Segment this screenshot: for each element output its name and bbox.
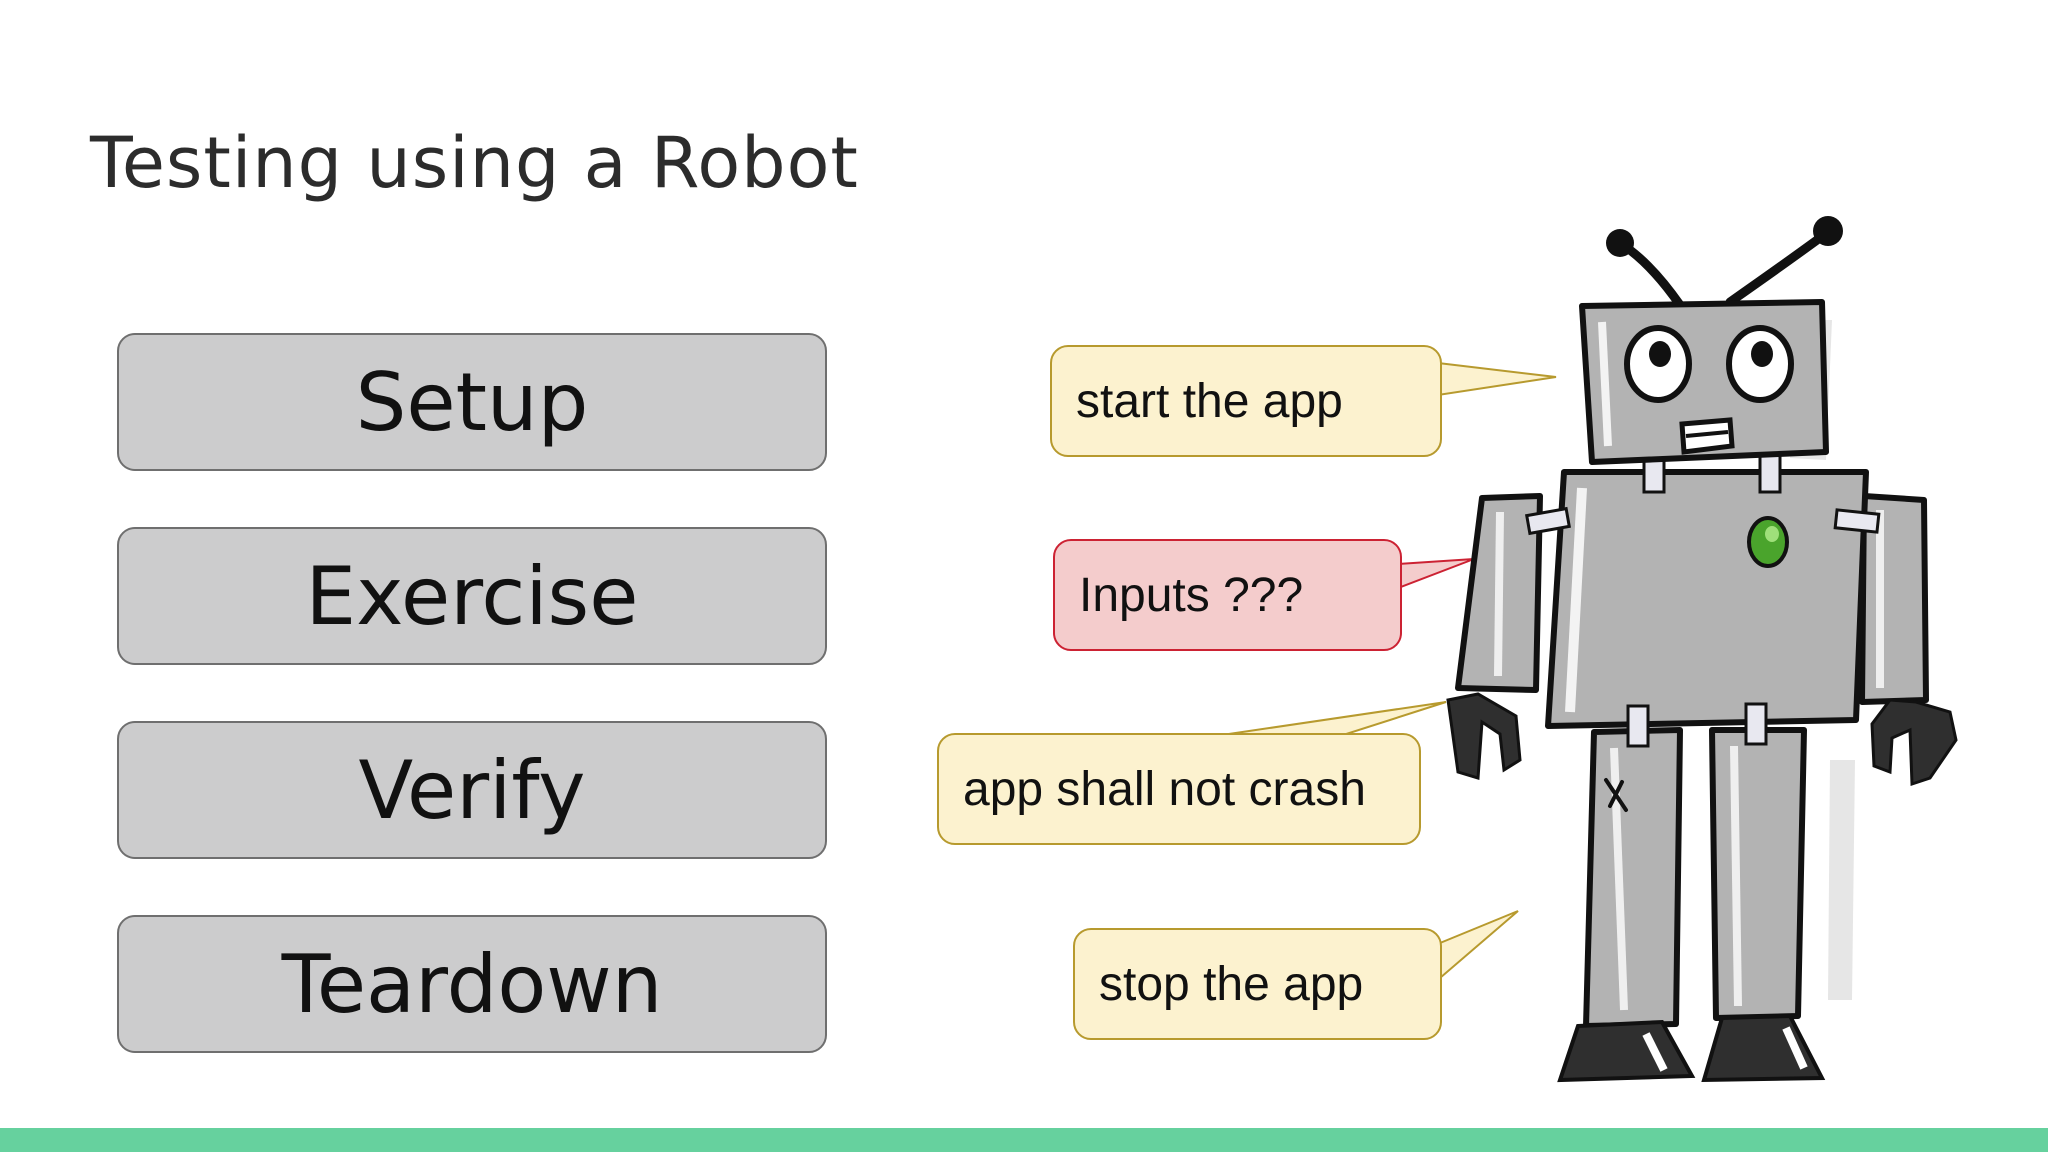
robot-foot-right: [1701, 1013, 1826, 1083]
robot-torso: [1545, 469, 1869, 729]
bubble-start-the-app: start the app: [1050, 345, 1442, 457]
footer-accent-bar: [0, 1128, 2048, 1152]
antenna-ball-left: [1606, 229, 1634, 257]
tape-strips: [1525, 450, 1881, 748]
bubble-app-shall-not-crash: app shall not crash: [937, 733, 1421, 845]
bubble-tail-stop: [1439, 910, 1519, 981]
antenna-ball-right: [1813, 216, 1843, 246]
chest-light: [1747, 516, 1789, 568]
step-teardown: Teardown: [117, 915, 827, 1053]
bubble-tail-crash: [1221, 701, 1447, 738]
leg-scratch-mark: [1604, 778, 1628, 812]
robot-leg-left: [1583, 727, 1683, 1029]
step-exercise: Exercise: [117, 527, 827, 665]
robot-claw-left: [1446, 692, 1522, 780]
bubble-tail-inputs: [1397, 558, 1475, 590]
robot-claw-right: [1870, 698, 1958, 787]
bubble-stop-the-app: stop the app: [1073, 928, 1442, 1040]
bubble-tail-start: [1437, 361, 1557, 397]
robot-foot-left: [1557, 1019, 1696, 1083]
robot: [1446, 216, 1958, 1083]
step-setup: Setup: [117, 333, 827, 471]
bubble-inputs: Inputs ???: [1053, 539, 1402, 651]
robot-leg-right: [1709, 727, 1807, 1021]
step-verify: Verify: [117, 721, 827, 859]
slide-title: Testing using a Robot: [90, 122, 859, 204]
